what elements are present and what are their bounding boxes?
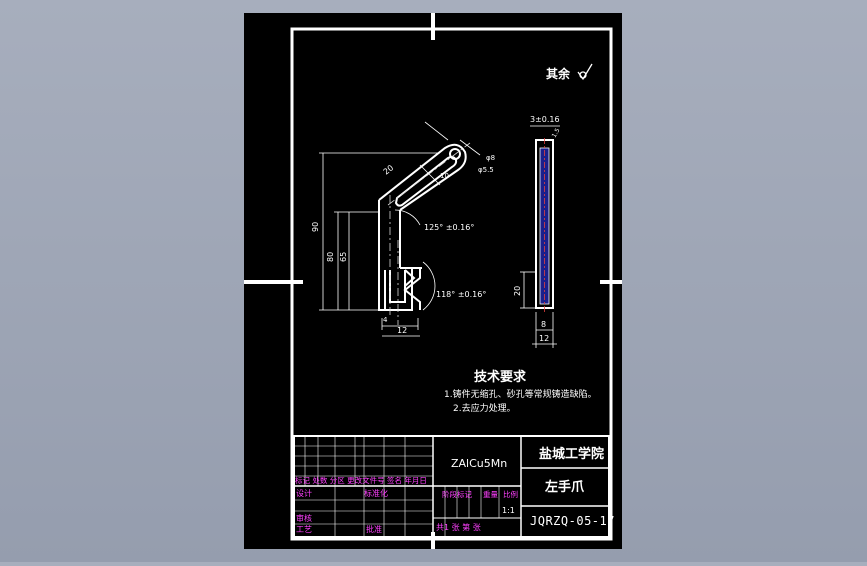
scale-label: 比例 bbox=[503, 489, 518, 499]
standardize-label: 标准化 bbox=[364, 488, 388, 498]
angle-upper: 125° ±0.16° bbox=[424, 223, 474, 232]
dim-hole-dia: φ8 bbox=[486, 154, 495, 162]
dim-inner-width: 8 bbox=[541, 320, 546, 329]
dim-thickness: 3±0.16 bbox=[530, 115, 560, 124]
part-name: 左手爪 bbox=[545, 479, 585, 495]
dim-lower-height: 20 bbox=[513, 286, 522, 296]
review-label: 审核 bbox=[296, 513, 312, 523]
title-block: ZAlCu5Mn 盐城工学院 左手爪 JQRZQ-05-17 标记 处数 分区 … bbox=[293, 435, 615, 538]
dim-height-80: 80 bbox=[326, 252, 335, 262]
dim-slot-pos: 10 bbox=[440, 172, 449, 180]
col-headers: 标记 处数 分区 更改文件号 签名 年月日 bbox=[295, 475, 427, 485]
dim-height-65: 65 bbox=[339, 252, 348, 262]
finish-note: 其余 bbox=[546, 66, 571, 81]
tech-req-title: 技术要求 bbox=[474, 369, 527, 385]
dim-outer-width: 12 bbox=[539, 334, 549, 343]
stage-label: 阶段标记 bbox=[442, 489, 472, 499]
dim-small: 1.5 bbox=[551, 127, 562, 139]
weight-label: 重量 bbox=[483, 490, 498, 499]
front-view: 20 φ8 φ5.5 10 90 80 65 125° ±0.16° 118° … bbox=[311, 121, 495, 337]
side-view: 3±0.16 1.5 20 8 12 bbox=[513, 115, 562, 348]
dim-slot-width: φ5.5 bbox=[478, 166, 494, 174]
side-view-dimensions bbox=[520, 125, 560, 348]
dim-base-small: 4 bbox=[383, 316, 388, 324]
angle-lower: 118° ±0.16° bbox=[436, 290, 486, 299]
school-name: 盐城工学院 bbox=[539, 446, 604, 462]
process-label: 工艺 bbox=[296, 525, 312, 534]
tech-req-line2: 2.去应力处理。 bbox=[453, 402, 516, 414]
drawing-number: JQRZQ-05-17 bbox=[530, 514, 615, 528]
roughness-symbol-icon bbox=[577, 63, 593, 81]
dim-total-height: 90 bbox=[311, 222, 320, 232]
designer-label: 设计 bbox=[296, 488, 312, 498]
scale-value: 1:1 bbox=[502, 506, 515, 515]
approve-label: 批准 bbox=[366, 524, 382, 534]
material-label: ZAlCu5Mn bbox=[451, 457, 507, 470]
dim-base-width: 12 bbox=[397, 326, 407, 335]
tech-req-line1: 1.铸件无缩孔、砂孔等常规铸造缺陷。 bbox=[444, 388, 597, 400]
sheets-label: 共1 张 第 张 bbox=[436, 522, 481, 532]
front-view-dimensions bbox=[319, 121, 481, 337]
tech-requirements: 技术要求 1.铸件无缩孔、砂孔等常规铸造缺陷。 2.去应力处理。 bbox=[444, 369, 597, 414]
